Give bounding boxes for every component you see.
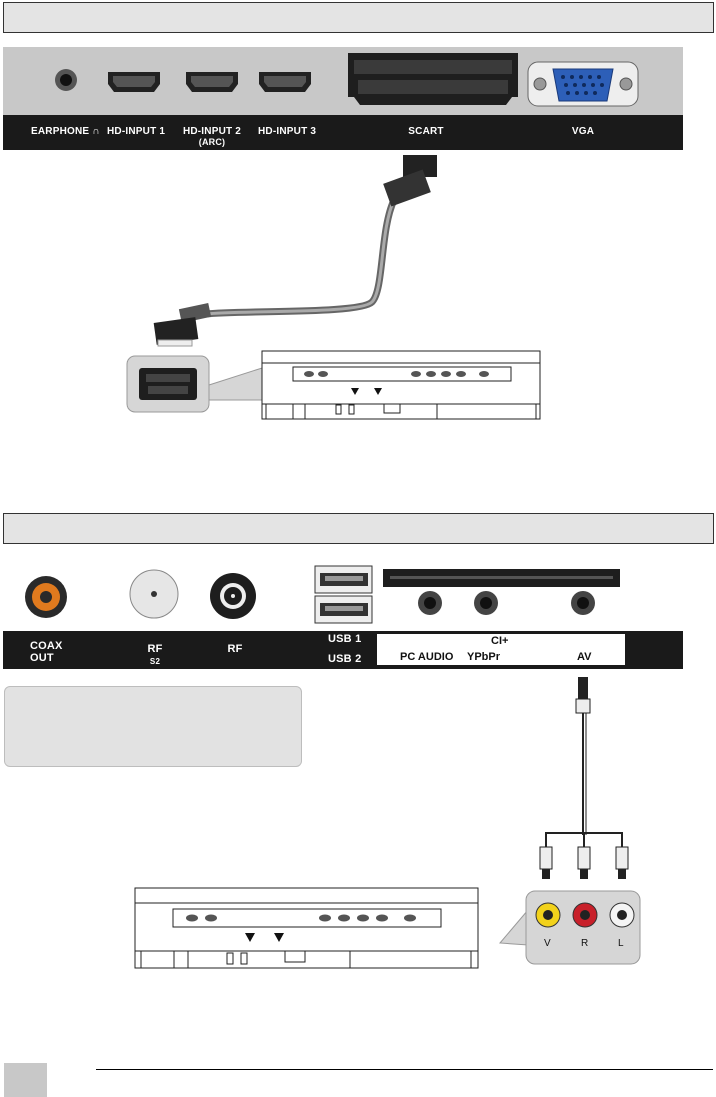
pc-audio-label: PC AUDIO: [400, 651, 454, 663]
vga-port-icon: [527, 61, 639, 107]
rca-plugs-icon: [539, 846, 629, 879]
hd-input-2-label: HD-INPUT 2: [182, 126, 242, 137]
scart-label: SCART: [408, 126, 444, 137]
earphone-jack-icon: [55, 69, 77, 91]
av-cable: [545, 677, 623, 847]
rf-port-icon: [210, 573, 256, 619]
usb-2-port-icon: [314, 595, 373, 624]
rca-label-v: V: [544, 938, 551, 949]
ci-plus-label: CI+: [491, 635, 509, 647]
external-device-bottom: [134, 887, 479, 969]
headphone-icon: ∩: [92, 126, 100, 137]
label-strip-white-area: [377, 634, 625, 665]
rf-label: RF: [227, 643, 243, 655]
rca-label-l: L: [618, 938, 624, 949]
external-device-top: [261, 350, 541, 420]
hd-input-2-arc-label: (ARC): [198, 137, 226, 147]
section-header-bar-1: [3, 2, 714, 33]
usb-1-label: USB 1: [328, 633, 362, 645]
hd-input-3-label: HD-INPUT 3: [258, 126, 317, 137]
pc-audio-jack-icon: [418, 591, 442, 615]
info-box: [4, 686, 302, 767]
scart-cable: [204, 198, 398, 318]
ypbpr-label: YPbPr: [467, 651, 501, 663]
footer-rule: [96, 1069, 713, 1070]
av-jack-icon: [571, 591, 595, 615]
port-label-strip-top: [3, 115, 683, 150]
scart-plug-bottom-icon: [153, 303, 212, 347]
rf-s2-sub-label: S2: [149, 657, 161, 666]
rf-s2-port-icon: [129, 569, 179, 619]
scart-socket-callout: [126, 355, 263, 413]
section-header-bar-2: [3, 513, 714, 544]
scart-port-icon: [348, 53, 518, 105]
rca-label-r: R: [581, 938, 589, 949]
coax-out-line1: COAX: [30, 640, 63, 652]
hdmi-port-1-icon: [108, 72, 160, 92]
vga-label: VGA: [571, 126, 595, 137]
usb-2-label: USB 2: [328, 653, 362, 665]
hdmi-port-3-icon: [259, 72, 311, 92]
scart-plug-top-icon: [383, 155, 437, 207]
rf-s2-label: RF: [147, 643, 163, 655]
earphone-label: EARPHONE ∩: [31, 126, 100, 137]
coax-out-port-icon: [25, 576, 67, 618]
page-number-box: [4, 1063, 47, 1097]
usb-1-port-icon: [314, 565, 373, 594]
rca-socket-callout: [498, 890, 641, 965]
av-label: AV: [577, 651, 592, 663]
coax-out-line2: OUT: [30, 652, 54, 664]
ci-plus-slot-icon: [383, 569, 620, 587]
hdmi-port-2-icon: [186, 72, 238, 92]
earphone-label-text: EARPHONE: [31, 126, 90, 137]
coax-out-label: COAX OUT: [30, 640, 63, 664]
hd-input-1-label: HD-INPUT 1: [107, 126, 166, 137]
ypbpr-jack-icon: [474, 591, 498, 615]
